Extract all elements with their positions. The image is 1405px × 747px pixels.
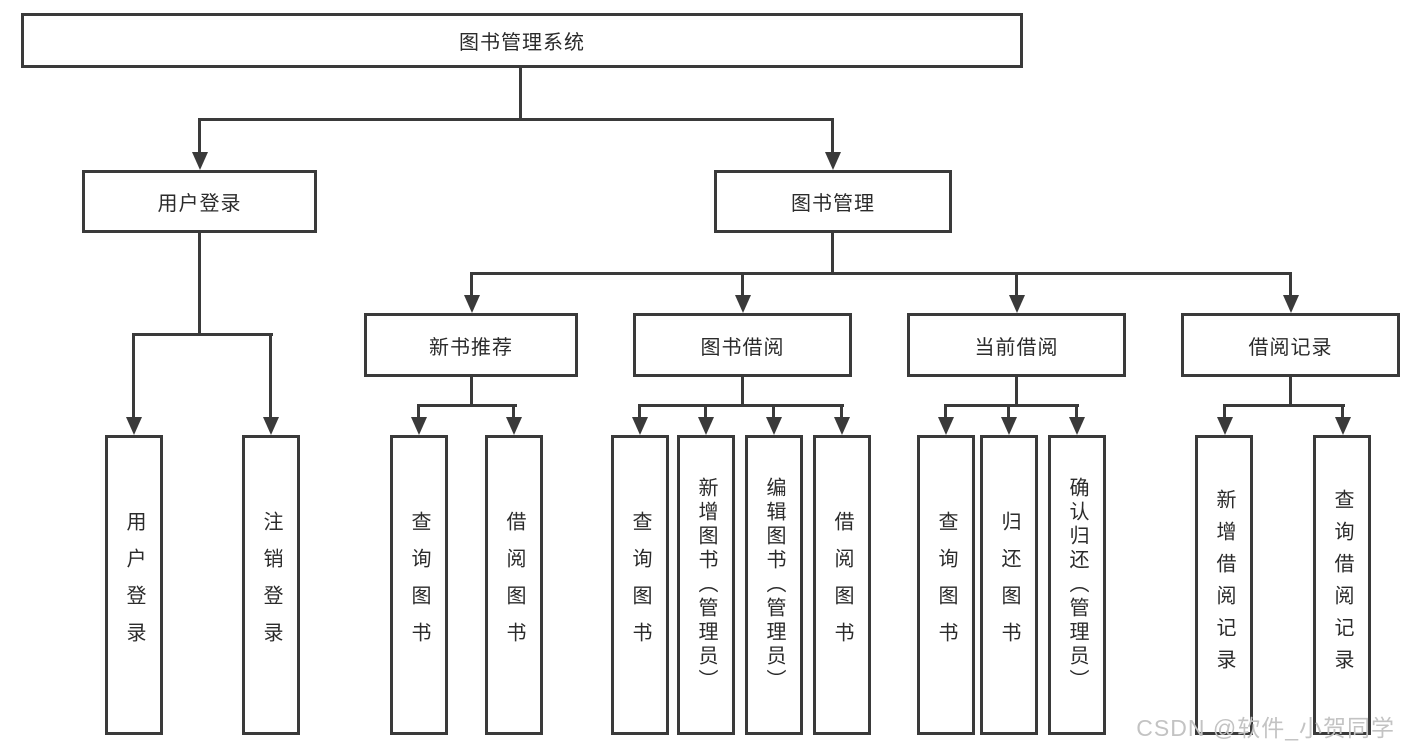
watermark: CSDN @软件_小贺同学: [1136, 715, 1395, 741]
leaf-query-books-borrowing-label: 查询图书: [629, 511, 651, 659]
leaf-user-login: 用户登录: [105, 435, 163, 735]
leaf-query-books-borrowing: 查询图书: [611, 435, 669, 735]
node-current-borrowing: 当前借阅: [907, 313, 1126, 377]
connector-leaf: [1223, 404, 1226, 417]
leaf-borrow-books-borrowing: 借阅图书: [813, 435, 871, 735]
connector-leaf: [944, 404, 947, 417]
leaf-add-book-admin: 新增图书（管理员）: [677, 435, 735, 735]
connector-leaf: [1007, 404, 1010, 417]
connector-to-leaf-logout: [269, 333, 272, 417]
node-book-management-label: 图书管理: [791, 193, 875, 215]
leaf-return-books: 归还图书: [980, 435, 1038, 735]
node-new-book-label: 新书推荐: [429, 336, 513, 359]
node-book-management: 图书管理: [714, 170, 952, 233]
leaf-query-books-current-label: 查询图书: [935, 511, 957, 659]
leaf-edit-book-admin-label: 编辑图书（管理员）: [763, 477, 785, 693]
connector-leaf: [512, 404, 515, 417]
leaf-confirm-return-admin: 确认归还（管理员）: [1048, 435, 1106, 735]
leaf-edit-book-admin: 编辑图书（管理员）: [745, 435, 803, 735]
arrow-down-icon: [411, 417, 427, 435]
arrow-down-icon: [825, 152, 841, 170]
arrow-down-icon: [126, 417, 142, 435]
connector-to-borrow-records: [1289, 272, 1292, 295]
leaf-borrow-books-borrowing-label: 借阅图书: [831, 511, 853, 659]
arrow-down-icon: [192, 152, 208, 170]
node-root-label: 图书管理系统: [459, 32, 585, 54]
leaf-confirm-return-admin-label: 确认归还（管理员）: [1066, 477, 1088, 693]
connector-current-borrowing-bar: [944, 404, 1079, 407]
leaf-query-borrow-record-label: 查询借阅记录: [1331, 489, 1353, 681]
leaf-borrow-books-recommend-label: 借阅图书: [503, 511, 525, 659]
arrow-down-icon: [766, 417, 782, 435]
leaf-borrow-books-recommend: 借阅图书: [485, 435, 543, 735]
connector-current-borrowing-stem: [1015, 377, 1018, 406]
connector-user-login-bar: [133, 333, 273, 336]
connector-to-book-management: [831, 118, 834, 154]
arrow-down-icon: [263, 417, 279, 435]
connector-leaf: [704, 404, 707, 417]
leaf-return-books-label: 归还图书: [998, 511, 1020, 659]
node-user-login-label: 用户登录: [157, 193, 242, 215]
leaf-query-books-recommend-label: 查询图书: [408, 511, 430, 659]
connector-leaf: [417, 404, 420, 417]
node-user-login: 用户登录: [82, 170, 317, 233]
leaf-query-books-recommend: 查询图书: [390, 435, 448, 735]
node-borrowing-records: 借阅记录: [1181, 313, 1400, 377]
leaf-logout: 注销登录: [242, 435, 300, 735]
connector-to-new-book: [470, 272, 473, 295]
arrow-down-icon: [735, 295, 751, 313]
arrow-down-icon: [938, 417, 954, 435]
node-book-borrowing: 图书借阅: [633, 313, 852, 377]
connector-user-login-stem: [198, 233, 201, 336]
connector-to-user-login: [198, 118, 201, 154]
connector-book-management-stem: [831, 233, 834, 272]
node-new-book-recommendation: 新书推荐: [364, 313, 578, 377]
node-root: 图书管理系统: [21, 13, 1023, 68]
arrow-down-icon: [834, 417, 850, 435]
connector-root-bar: [198, 118, 834, 121]
node-book-borrowing-label: 图书借阅: [700, 336, 785, 359]
arrow-down-icon: [1069, 417, 1085, 435]
arrow-down-icon: [1217, 417, 1233, 435]
arrow-down-icon: [1001, 417, 1017, 435]
arrow-down-icon: [1283, 295, 1299, 313]
arrow-down-icon: [464, 295, 480, 313]
connector-book-borrowing-stem: [741, 377, 744, 406]
connector-borrowing-records-bar: [1223, 404, 1345, 407]
connector-book-management-bar: [470, 272, 1292, 275]
arrow-down-icon: [1009, 295, 1025, 313]
connector-new-book-stem: [470, 377, 473, 406]
connector-to-leaf-login: [132, 333, 135, 417]
connector-to-current-borrow: [1015, 272, 1018, 295]
connector-leaf: [638, 404, 641, 417]
connector-leaf: [772, 404, 775, 417]
leaf-logout-label: 注销登录: [260, 511, 282, 659]
connector-book-borrowing-bar: [638, 404, 844, 407]
arrow-down-icon: [698, 417, 714, 435]
leaf-query-books-current: 查询图书: [917, 435, 975, 735]
leaf-add-borrow-record: 新增借阅记录: [1195, 435, 1253, 735]
leaf-add-book-admin-label: 新增图书（管理员）: [695, 477, 717, 693]
arrow-down-icon: [632, 417, 648, 435]
arrow-down-icon: [506, 417, 522, 435]
connector-root-stem: [519, 68, 522, 118]
connector-new-book-bar: [418, 404, 517, 407]
connector-leaf: [1341, 404, 1344, 417]
arrow-down-icon: [1335, 417, 1351, 435]
connector-leaf: [1075, 404, 1078, 417]
connector-to-book-borrow: [741, 272, 744, 295]
connector-leaf: [840, 404, 843, 417]
node-current-borrowing-label: 当前借阅: [974, 336, 1059, 359]
node-borrowing-records-label: 借阅记录: [1248, 336, 1333, 359]
leaf-user-login-label: 用户登录: [123, 511, 145, 659]
connector-borrowing-records-stem: [1289, 377, 1292, 406]
leaf-add-borrow-record-label: 新增借阅记录: [1213, 489, 1235, 681]
leaf-query-borrow-record: 查询借阅记录: [1313, 435, 1371, 735]
